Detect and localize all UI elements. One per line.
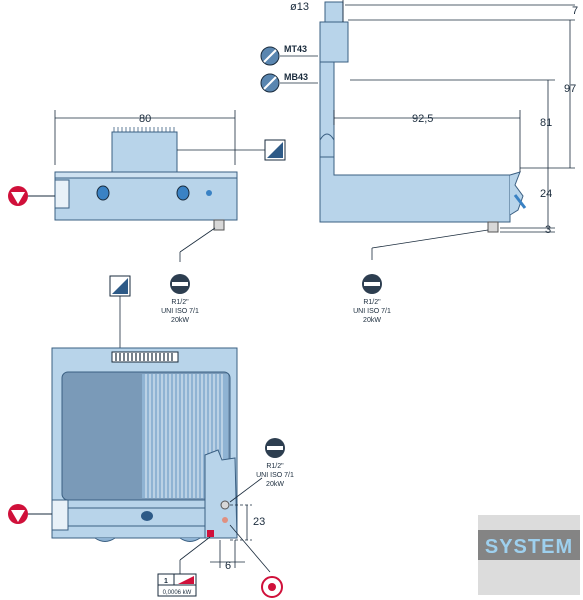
gas-connection-right: R1/2" UNI ISO 7/1 20kW: [353, 229, 489, 324]
gas-right-line3: 20kW: [363, 317, 381, 324]
gas-connection-left: R1/2" UNI ISO 7/1 20kW: [161, 227, 216, 324]
dim-width-line: [54, 110, 236, 165]
pictogram-icon: [264, 139, 286, 161]
side-view-body: [319, 156, 527, 233]
dim-diameter: ø13: [290, 1, 309, 13]
dim-top-gap: 7: [572, 5, 578, 17]
dim-conn-h: 6: [225, 560, 231, 572]
gas-bottom-line1: R1/2": [266, 463, 284, 470]
plan-view-body: [51, 347, 238, 542]
dim-base-height: 24: [540, 188, 552, 200]
conn-dimension-lines: [210, 504, 271, 573]
watermark-text: SYSTEM: [485, 536, 573, 558]
gas-inlet-icon: [8, 186, 55, 206]
system-watermark: SYSTEM: [478, 515, 580, 595]
gas-bottom-line3: 20kW: [266, 481, 284, 488]
flue-pipe: [319, 1, 349, 158]
gas-inlet-icon-2: [8, 504, 52, 524]
mb43-label: MB43: [284, 72, 308, 82]
mt43-badge: MT43: [260, 44, 318, 66]
gas-connection-bottom: R1/2" UNI ISO 7/1 20kW: [229, 438, 294, 503]
dim-foot: 3: [545, 224, 551, 236]
dim-conn-v: 23: [253, 516, 265, 528]
electric-phase: 1: [164, 578, 168, 585]
drain-icon: [261, 576, 283, 598]
pictogram-icon-2: [109, 275, 131, 348]
dim-height-total: 97: [564, 83, 576, 95]
gas-right-line1: R1/2": [363, 299, 381, 306]
dim-height-upper: 81: [540, 117, 552, 129]
front-view-body: [54, 127, 238, 231]
mt43-label: MT43: [284, 44, 307, 54]
mb43-badge: MB43: [260, 72, 318, 93]
dimension-lines-right: [333, 0, 575, 233]
dim-width: 80: [139, 113, 151, 125]
gas-left-line2: UNI ISO 7/1: [161, 308, 199, 315]
gas-bottom-line2: UNI ISO 7/1: [256, 472, 294, 479]
gas-left-line1: R1/2": [171, 299, 189, 306]
gas-left-line3: 20kW: [171, 317, 189, 324]
dim-depth: 92,5: [412, 113, 433, 125]
gas-right-line2: UNI ISO 7/1: [353, 308, 391, 315]
electric-connection: 1 0,0006 kW: [157, 536, 211, 597]
electric-power: 0,0006 kW: [163, 590, 192, 596]
